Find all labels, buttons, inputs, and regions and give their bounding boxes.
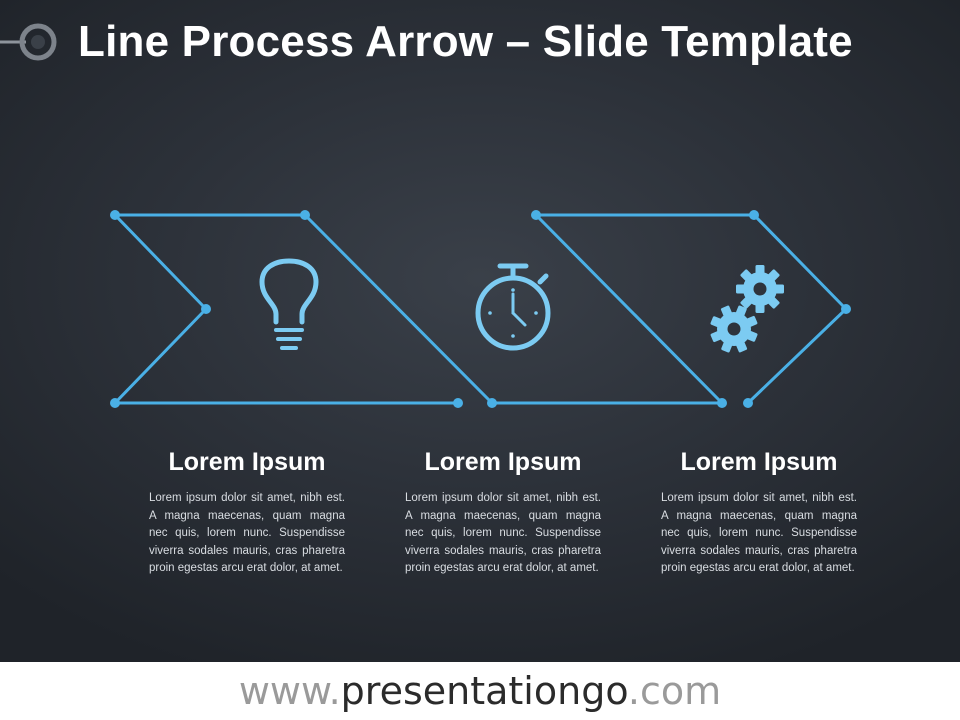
footer-suffix: .com (627, 669, 722, 713)
step-description: Lorem ipsum dolor sit amet, nibh est. A … (149, 492, 345, 574)
node-dot (531, 210, 541, 220)
gears-icon (710, 265, 784, 353)
diagonal-line-2 (534, 213, 724, 405)
step-heading: Lorem Ipsum (424, 448, 582, 476)
node-dot (110, 210, 120, 220)
step-1: Lorem Ipsum Lorem ipsum dolor sit amet, … (145, 446, 349, 578)
slide-title: Line Process Arrow – Slide Template (78, 17, 853, 66)
node-dot (300, 210, 310, 220)
footer-website[interactable]: www.presentationgo.com (0, 662, 960, 720)
node-dot (110, 398, 120, 408)
node-dot (749, 210, 759, 220)
step-heading: Lorem Ipsum (168, 448, 326, 476)
step-description: Lorem ipsum dolor sit amet, nibh est. A … (405, 492, 601, 574)
node-dot (201, 304, 211, 314)
step-heading: Lorem Ipsum (680, 448, 838, 476)
arrow-outline (113, 213, 848, 405)
step-2: Lorem Ipsum Lorem ipsum dolor sit amet, … (401, 446, 605, 578)
node-dot (717, 398, 727, 408)
footer-prefix: www. (238, 669, 341, 713)
step-description: Lorem ipsum dolor sit amet, nibh est. A … (661, 492, 857, 574)
process-arrow-diagram (110, 210, 851, 408)
diagonal-line-1 (303, 213, 494, 405)
node-dot (453, 398, 463, 408)
node-dot (743, 398, 753, 408)
corner-ring-decoration (0, 23, 57, 61)
node-dots (110, 210, 851, 408)
left-chevron-line (113, 213, 208, 405)
lightbulb-icon (259, 258, 319, 350)
step-3: Lorem Ipsum Lorem ipsum dolor sit amet, … (657, 446, 861, 578)
node-dot (487, 398, 497, 408)
stopwatch-icon (475, 263, 551, 351)
footer-brand: presentationgo (340, 669, 628, 713)
node-dot (841, 304, 851, 314)
slide: Line Process Arrow – Slide Template (0, 0, 960, 662)
